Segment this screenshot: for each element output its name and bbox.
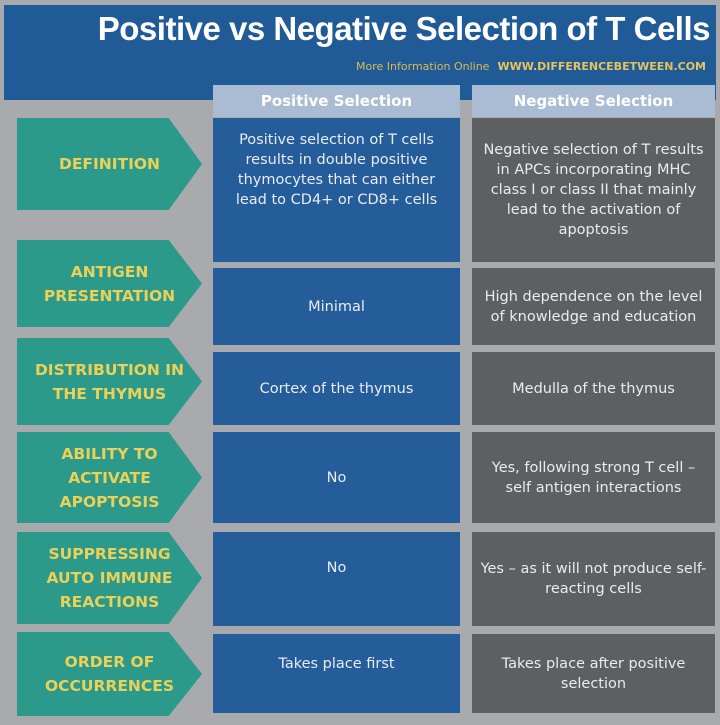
column-header-positive: Positive Selection	[213, 85, 460, 117]
positive-cell-antigen-presentation: Minimal	[213, 268, 460, 345]
website-link[interactable]: WWW.DIFFERENCEBETWEEN.COM	[497, 60, 706, 73]
row-label-autoimmune: SUPPRESSING AUTO IMMUNE REACTIONS	[17, 532, 202, 624]
more-info-text: More Information Online	[356, 60, 490, 73]
positive-cell-definition: Positive selection of T cells results in…	[213, 118, 460, 262]
row-label-definition: DEFINITION	[17, 118, 202, 210]
negative-cell-distribution: Medulla of the thymus	[472, 352, 715, 425]
row-label-antigen-presentation: ANTIGEN PRESENTATION	[17, 240, 202, 327]
positive-cell-apoptosis: No	[213, 432, 460, 523]
negative-cell-antigen-presentation: High dependence on the level of knowledg…	[472, 268, 715, 345]
negative-cell-definition: Negative selection of T results in APCs …	[472, 118, 715, 262]
page-title: Positive vs Negative Selection of T Cell…	[97, 10, 711, 47]
row-label-order: ORDER OF OCCURRENCES	[17, 632, 202, 716]
negative-cell-apoptosis: Yes, following strong T cell – self anti…	[472, 432, 715, 523]
column-header-negative: Negative Selection	[472, 85, 715, 117]
row-label-distribution: DISTRIBUTION IN THE THYMUS	[17, 338, 202, 425]
positive-cell-distribution: Cortex of the thymus	[213, 352, 460, 425]
negative-cell-order: Takes place after positive selection	[472, 634, 715, 713]
positive-cell-autoimmune: No	[213, 532, 460, 626]
source-line: More Information Online WWW.DIFFERENCEBET…	[348, 60, 706, 73]
positive-cell-order: Takes place first	[213, 634, 460, 713]
row-label-apoptosis: ABILITY TO ACTIVATE APOPTOSIS	[17, 432, 202, 523]
negative-cell-autoimmune: Yes – as it will not produce self-reacti…	[472, 532, 715, 626]
header-banner	[4, 5, 716, 100]
